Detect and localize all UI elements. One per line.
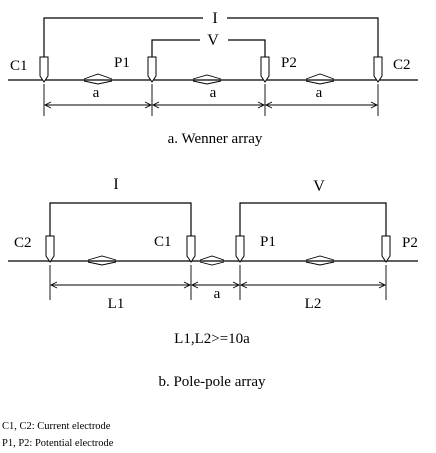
wenner-array: I V C1 P1 P2 C2 [8,6,418,147]
legend-potential: P1, P2: Potential electrode [2,438,114,449]
wenner-ground-break [83,73,113,85]
pole-pole-array: I V C2 C1 P1 P2 [8,176,418,390]
wenner-dim-arrow-2 [151,101,266,109]
pole-pole-ground-break [305,255,335,266]
legend: C1, C2: Current electrode P1, P2: Potent… [2,421,114,449]
pole-pole-current-label: I [113,176,118,193]
pole-pole-spacing-l1: L1 [108,296,125,312]
wenner-voltage-label: V [207,32,219,49]
wenner-spacing-label-2: a [210,85,217,101]
pole-pole-spacing-a: a [214,286,221,302]
wenner-dim-arrow-3 [264,101,379,109]
wenner-electrode-c2 [373,56,383,83]
wenner-spacing-label-3: a [316,85,323,101]
wenner-current-label-bg [203,6,227,28]
pole-pole-electrode-p2 [381,235,391,263]
pole-pole-spacing-l2: L2 [305,296,322,312]
wenner-current-label: I [212,10,217,27]
wenner-label-c2: C2 [393,57,411,73]
pole-pole-ground-break [199,255,225,266]
wenner-label-p2: P2 [281,55,297,71]
wenner-caption: a. Wenner array [168,131,263,147]
pole-pole-dim-arrow-a [190,281,241,289]
pole-pole-electrode-c2 [45,235,55,263]
pole-pole-condition: L1,L2>=10a [174,331,250,347]
pole-pole-label-c1: C1 [154,234,172,250]
wenner-electrode-c1 [39,56,49,83]
wenner-spacing-label-1: a [93,85,100,101]
wenner-ground-break [192,74,222,85]
wenner-electrode-p2 [260,56,270,83]
wenner-electrode-p1 [147,56,157,83]
wenner-label-c1: C1 [10,58,28,74]
pole-pole-dim-arrow-l2 [239,281,387,289]
pole-pole-voltage-wire [239,202,387,236]
wenner-dim-arrow-1 [43,101,153,109]
pole-pole-dim-arrow-l1 [49,281,192,289]
pole-pole-label-p1: P1 [260,234,276,250]
pole-pole-caption: b. Pole-pole array [158,374,266,390]
pole-pole-electrode-p1 [235,235,245,263]
wenner-ground-break [305,73,335,85]
legend-current: C1, C2: Current electrode [2,421,111,432]
pole-pole-label-c2: C2 [14,235,32,251]
pole-pole-ground-break [87,255,117,266]
wenner-label-p1: P1 [114,55,130,71]
pole-pole-voltage-label: V [313,178,325,195]
pole-pole-electrode-c1 [186,235,196,263]
wenner-voltage-label-bg [200,30,228,48]
pole-pole-label-p2: P2 [402,235,418,251]
pole-pole-current-wire [49,202,192,236]
